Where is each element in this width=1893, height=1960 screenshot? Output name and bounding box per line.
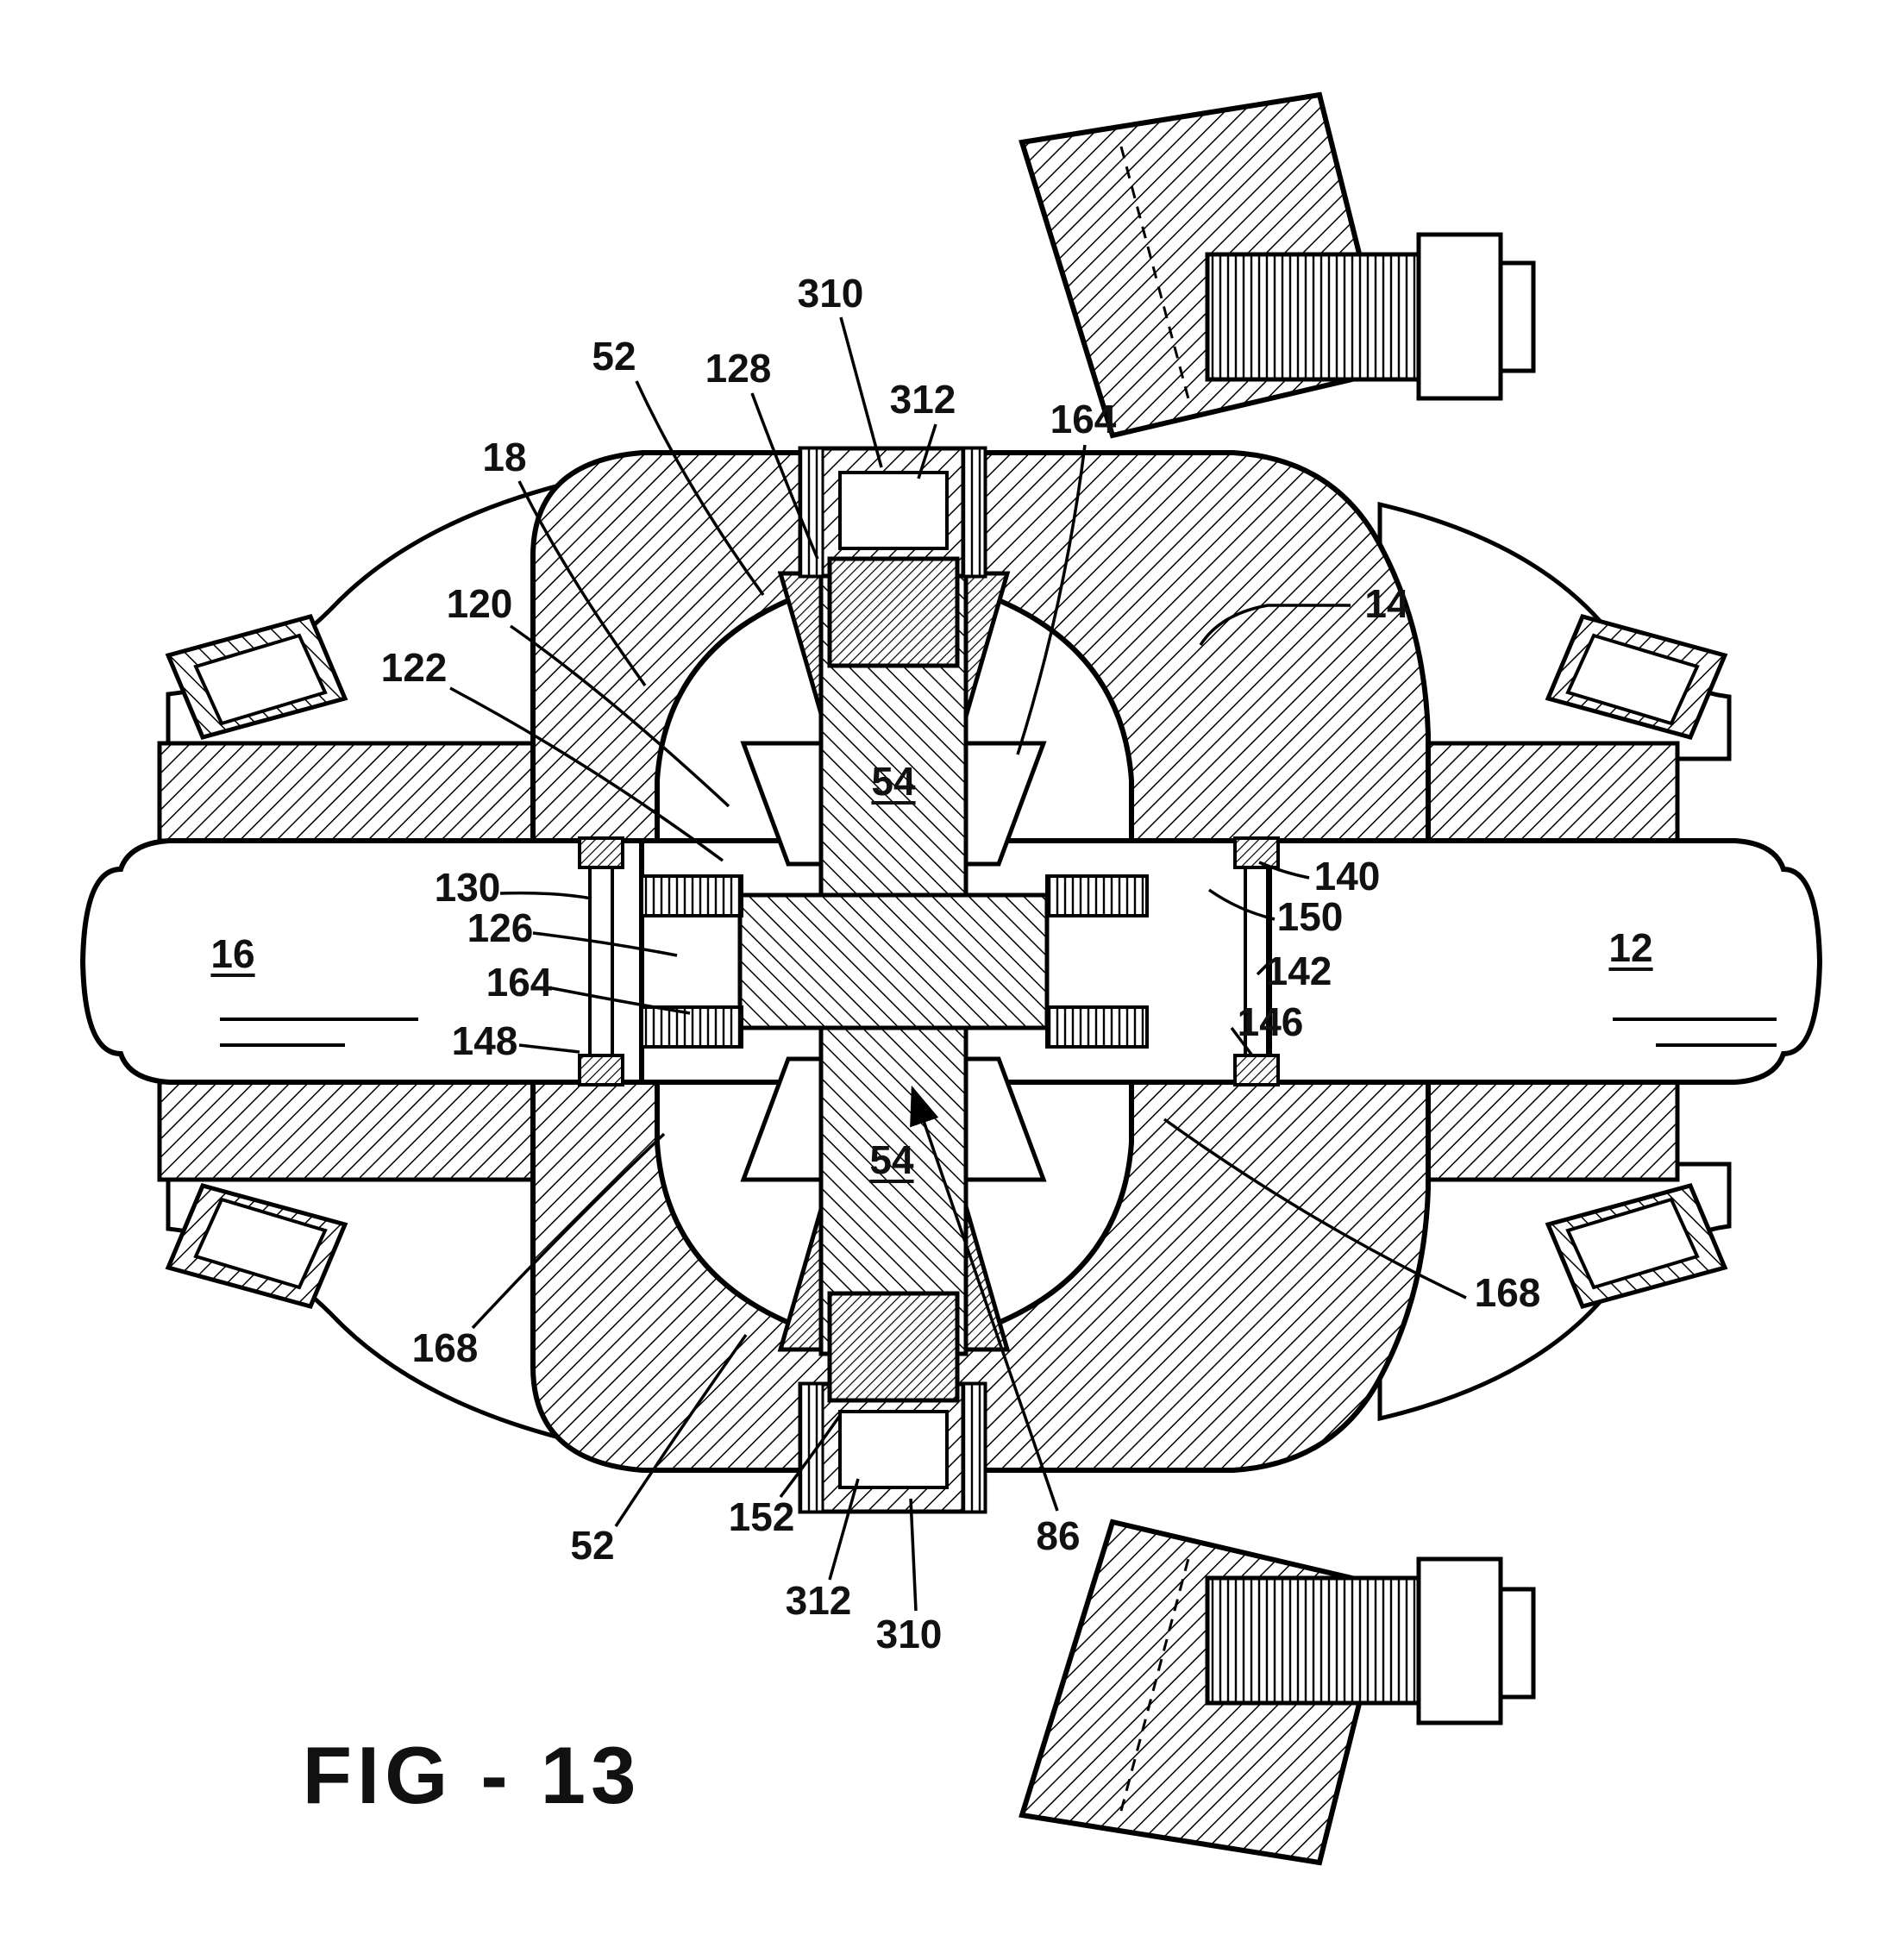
ref-18: 18 (482, 435, 527, 479)
retainer-left (578, 836, 624, 1086)
bolt-head-icon (1416, 1556, 1503, 1725)
axle-tubes (157, 741, 1680, 1182)
arrow-86 (910, 1085, 1059, 1512)
ref-14: 14 (1364, 581, 1409, 626)
bolt-shank-icon (1205, 252, 1421, 382)
ref-54-upper: 54 (871, 759, 916, 804)
ref-128: 128 (705, 346, 772, 391)
spline-sections (640, 874, 1149, 1049)
ref-52-top: 52 (592, 334, 636, 379)
ref-86: 86 (1036, 1513, 1081, 1558)
ref-312-bottom: 312 (785, 1578, 852, 1623)
ref-310-top: 310 (797, 271, 864, 316)
ref-54-lower: 54 (869, 1137, 914, 1182)
ref-148: 148 (451, 1018, 518, 1063)
bolt-head-icon (1416, 232, 1503, 401)
ref-120: 120 (446, 581, 513, 626)
ref-164-mid: 164 (486, 960, 553, 1005)
ref-146: 146 (1237, 999, 1304, 1044)
ref-152: 152 (728, 1494, 795, 1539)
ref-168-left: 168 (411, 1325, 479, 1370)
threaded-boss-top (798, 446, 987, 668)
ref-140: 140 (1313, 854, 1381, 899)
ref-142: 142 (1265, 949, 1332, 993)
ref-150: 150 (1276, 894, 1344, 939)
leader-lines (449, 316, 1467, 1612)
ref-164-top: 164 (1050, 397, 1117, 441)
ref-310-bottom: 310 (875, 1612, 943, 1656)
retainer-right (1233, 836, 1280, 1086)
threaded-boss-bottom (798, 1291, 987, 1514)
ref-16: 16 (210, 931, 255, 976)
ref-168-right: 168 (1474, 1270, 1541, 1315)
bolt-shank-icon (1205, 1575, 1421, 1706)
right-axle-shaft (1267, 838, 1823, 1085)
left-axle-shaft (79, 838, 644, 1085)
ref-122: 122 (380, 645, 448, 690)
flange-top-right (1019, 91, 1536, 439)
ref-12: 12 (1608, 925, 1653, 970)
ref-126: 126 (467, 905, 534, 950)
ref-130: 130 (434, 865, 501, 910)
figure-caption: FIG - 13 (302, 1730, 642, 1820)
ref-312-top: 312 (889, 377, 956, 422)
flange-bottom-right (1019, 1519, 1536, 1866)
ref-52-bottom: 52 (570, 1523, 615, 1568)
center-hub (737, 892, 1050, 1030)
